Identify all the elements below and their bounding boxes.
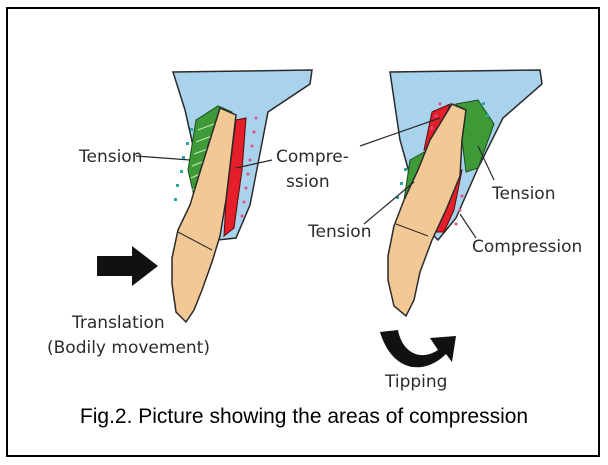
label-right-tension-top: Tension <box>491 184 555 204</box>
figure-caption: Fig.2. Picture showing the areas of comp… <box>0 405 608 429</box>
curved-arrow-icon <box>380 330 456 367</box>
label-right-compression: Compression <box>472 237 582 257</box>
label-bodily-movement: (Bodily movement) <box>47 338 210 358</box>
label-translation: Translation <box>71 313 165 333</box>
label-tipping: Tipping <box>384 372 447 392</box>
tipping-diagram <box>360 70 542 367</box>
label-left-tension: Tension <box>78 147 142 167</box>
label-left-compression-2: ssion <box>286 172 330 192</box>
label-left-compression-1: Compre- <box>276 147 349 167</box>
label-right-tension-bottom: Tension <box>307 222 371 242</box>
straight-arrow-icon <box>97 246 158 286</box>
translation-diagram <box>97 70 312 322</box>
